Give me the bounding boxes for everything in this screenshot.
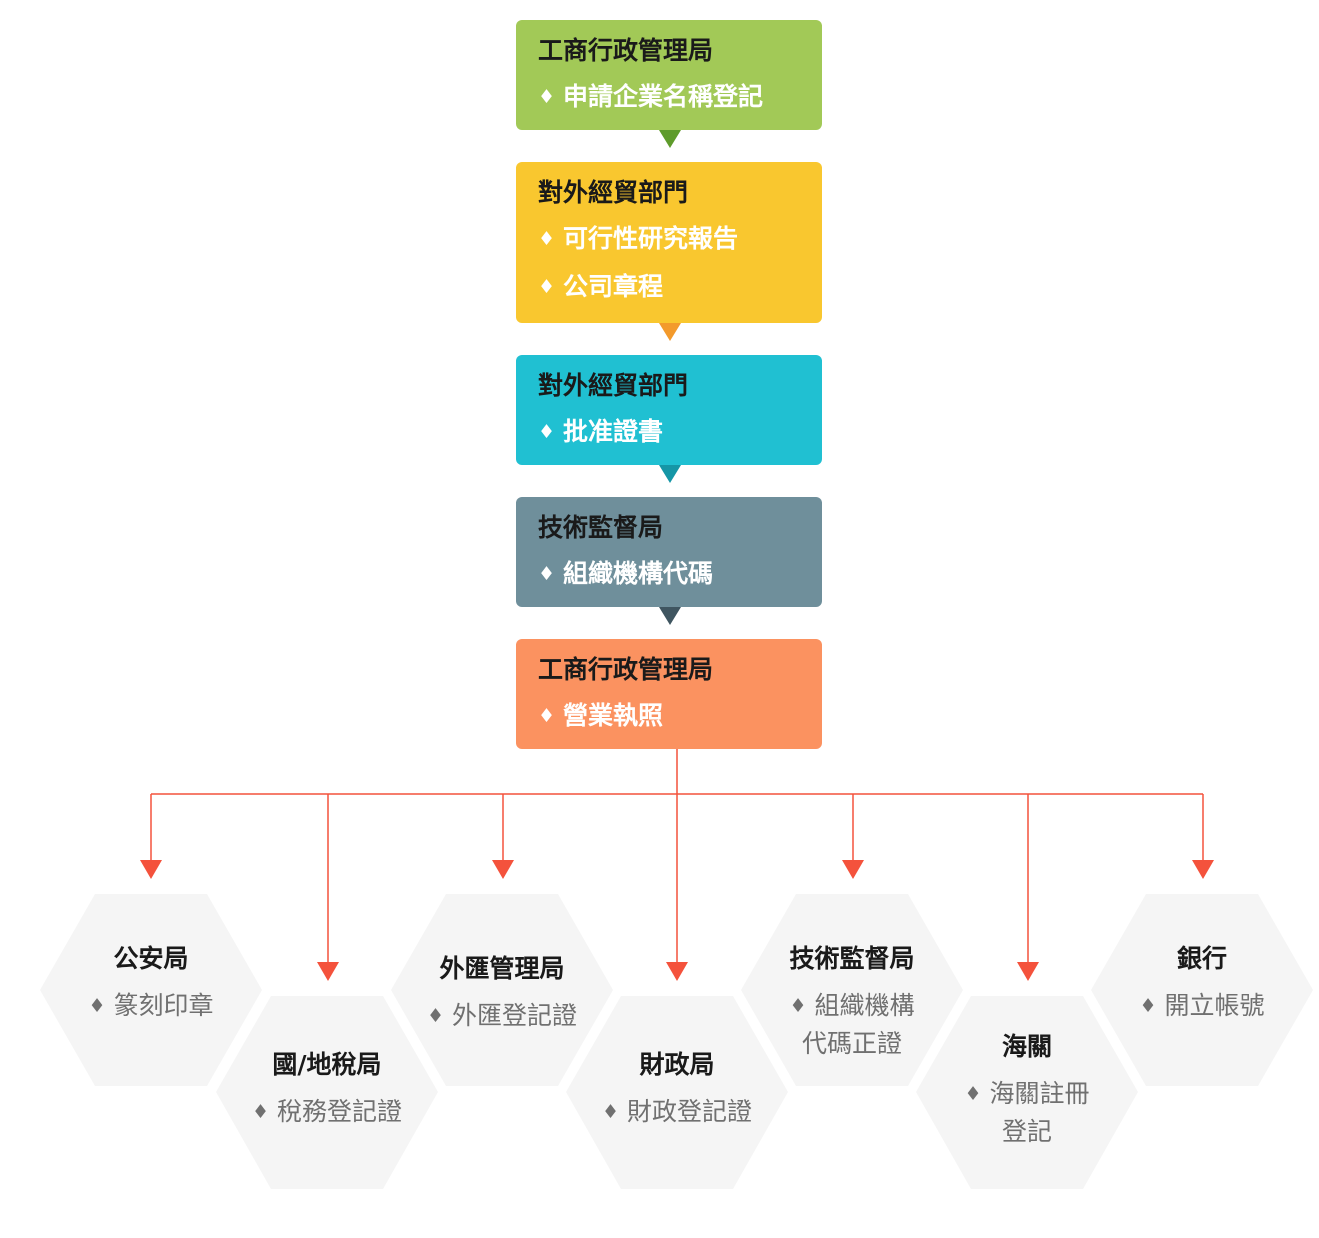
branch-item: ♦稅務登記證 <box>251 1097 403 1126</box>
branch-title: 國/地稅局 <box>272 1050 382 1079</box>
branch-bank: 銀行 ♦開立帳號 <box>1107 942 1297 1026</box>
step-item: 可行性研究報告 <box>538 222 800 258</box>
branch-public-security: 公安局 ♦篆刻印章 <box>56 942 246 1026</box>
hexagon-tax-bureau <box>216 996 438 1189</box>
step-title: 工商行政管理局 <box>538 655 714 684</box>
step-item: 批准證書 <box>538 415 800 451</box>
branch-finance-bureau: 財政局 ♦財政登記證 <box>582 1048 772 1132</box>
branch-lines <box>150 749 1204 964</box>
branch-item: ♦外匯登記證 <box>426 1001 578 1030</box>
branch-title: 財政局 <box>639 1050 715 1079</box>
step-title: 工商行政管理局 <box>538 36 714 65</box>
step-item: 申請企業名稱登記 <box>538 80 800 116</box>
step-arrow-1 <box>659 130 681 148</box>
step-item: 營業執照 <box>538 699 800 735</box>
branch-customs: 海關 ♦海關註冊 登記 <box>932 1030 1122 1150</box>
branch-title: 公安局 <box>113 944 189 973</box>
branch-title: 外匯管理局 <box>439 954 565 983</box>
step-title: 對外經貿部門 <box>538 371 689 400</box>
step-box-3: 對外經貿部門 批准證書 <box>516 355 822 465</box>
step-title: 對外經貿部門 <box>538 178 689 207</box>
branch-item: ♦開立帳號 <box>1139 991 1265 1020</box>
hexagon-tech-supervision <box>741 894 963 1086</box>
step-arrow-3 <box>659 465 681 483</box>
branch-item: ♦組織機構 <box>789 991 915 1020</box>
step-box-4: 技術監督局 組織機構代碼 <box>516 497 822 607</box>
step-item: 組織機構代碼 <box>538 557 800 593</box>
step-box-2: 對外經貿部門 可行性研究報告 公司章程 <box>516 162 822 323</box>
step-title: 技術監督局 <box>538 513 664 542</box>
branch-item: ♦財政登記證 <box>601 1097 753 1126</box>
branch-forex-bureau: 外匯管理局 ♦外匯登記證 <box>402 952 602 1036</box>
branch-item: ♦篆刻印章 <box>88 991 214 1020</box>
branch-title: 海關 <box>1001 1032 1052 1061</box>
step-item: 公司章程 <box>538 270 800 306</box>
branch-tax-bureau: 國/地稅局 ♦稅務登記證 <box>232 1048 422 1132</box>
step-box-5: 工商行政管理局 營業執照 <box>516 639 822 749</box>
branch-title: 銀行 <box>1176 944 1227 973</box>
branch-item: ♦海關註冊 <box>964 1079 1090 1108</box>
branch-title: 技術監督局 <box>789 944 915 973</box>
hexagons <box>40 894 1313 1189</box>
branch-item-continued: 登記 <box>1001 1117 1052 1146</box>
hexagon-public-security <box>40 894 262 1086</box>
step-box-1: 工商行政管理局 申請企業名稱登記 <box>516 20 822 130</box>
hexagon-finance-bureau <box>566 996 788 1189</box>
hexagon-customs <box>916 996 1138 1189</box>
step-arrow-2 <box>659 323 681 341</box>
branch-arrowheads <box>140 860 1214 981</box>
hexagon-forex-bureau <box>391 894 613 1086</box>
hexagon-bank <box>1091 894 1313 1086</box>
branch-tech-supervision: 技術監督局 ♦組織機構 代碼正證 <box>757 942 947 1062</box>
branch-item-continued: 代碼正證 <box>801 1029 902 1058</box>
step-arrow-4 <box>659 607 681 625</box>
